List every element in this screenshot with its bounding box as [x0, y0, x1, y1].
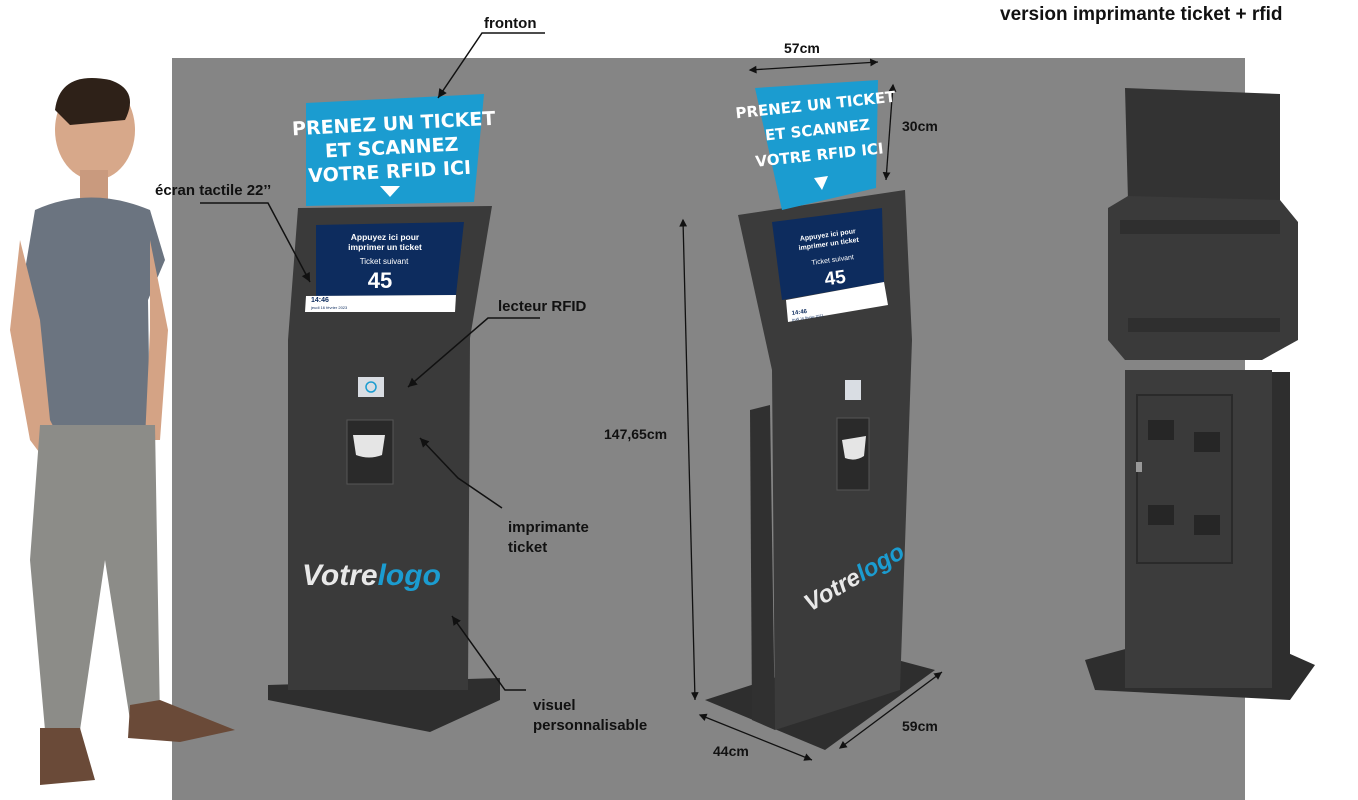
label-rfid: lecteur RFID: [498, 298, 587, 315]
sign-panel: [306, 94, 484, 206]
logo2-part-2: logo: [852, 538, 909, 587]
screen-line-1: Appuyez ici pour: [351, 232, 420, 242]
screen-panel: [316, 222, 464, 296]
screen2-time: 14:46: [791, 309, 808, 317]
screen-subtitle: Ticket suivant: [360, 257, 409, 266]
label-fronton: fronton: [484, 15, 537, 32]
screen2-date: jeudi 16 février 2023: [791, 314, 824, 323]
sign-line-1: PRENEZ UN TICKET: [292, 108, 496, 141]
sign2-line-2: ET SCANNEZ: [764, 116, 871, 145]
label-imprimante-2: ticket: [508, 539, 548, 556]
page-heading: version imprimante ticket + rfid: [1000, 4, 1283, 25]
dim-height-total: 147,65cm: [604, 426, 668, 442]
person-figure: [10, 78, 235, 785]
dim-width-top: 57cm: [784, 40, 820, 56]
screen-date: jeudi 16 février 2023: [310, 305, 348, 310]
dim-base-width: 59cm: [902, 718, 938, 734]
label-imprimante-1: imprimante: [508, 519, 589, 536]
kiosk-back: [1085, 88, 1315, 700]
dim-base-depth: 44cm: [713, 743, 749, 759]
rfid-reader: [358, 377, 384, 397]
sign2-line-1: PRENEZ UN TICKET: [735, 88, 897, 123]
screen2-subtitle: Ticket suivant: [811, 254, 854, 267]
screen-line-2: imprimer un ticket: [348, 242, 422, 252]
kiosk-front: [268, 94, 500, 732]
label-ecran: écran tactile 22’’: [155, 182, 272, 199]
label-visuel-1: visuel: [533, 697, 576, 714]
screen-number: 45: [368, 268, 392, 293]
kiosk-angled: [705, 80, 935, 750]
logo-2: Votrelogo: [800, 538, 910, 617]
logo-part-2: logo: [378, 559, 441, 592]
logo: Votrelogo: [302, 559, 441, 592]
sign-panel-2: [755, 80, 878, 210]
label-visuel-2: personnalisable: [533, 717, 648, 734]
sign2-line-3: VOTRE RFID ICI: [755, 139, 885, 170]
screen2-number: 45: [823, 267, 847, 291]
logo-part-1: Votre: [302, 559, 378, 592]
dim-height-sign: 30cm: [902, 118, 938, 134]
pointer-lines: [200, 32, 545, 691]
screen-time: 14:46: [311, 297, 329, 304]
dimension-lines: [679, 58, 943, 761]
